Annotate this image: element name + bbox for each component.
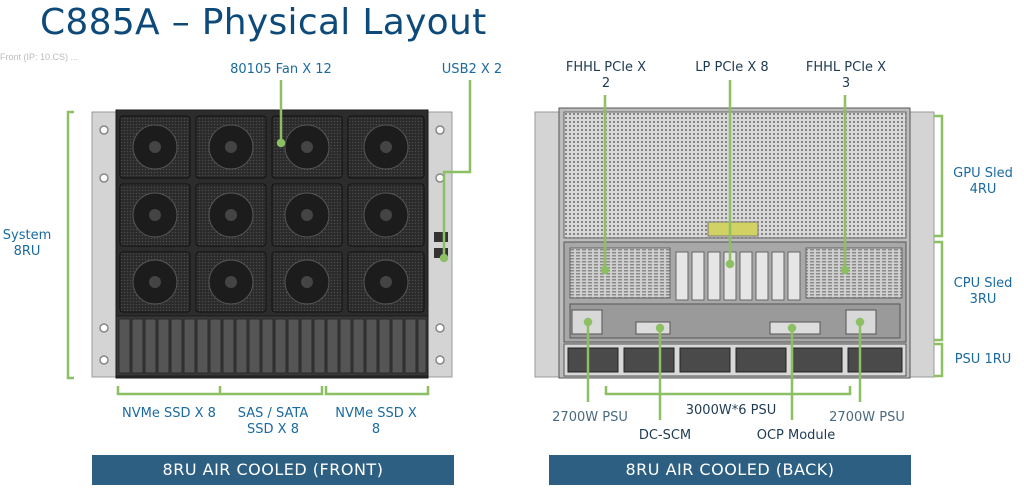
- system-label-line1: System: [2, 228, 52, 243]
- fan-icon: [195, 251, 267, 313]
- faded-subtitle: Front (IP: 10.CS) ...: [0, 52, 79, 62]
- front-fan-array: [119, 115, 425, 313]
- sas-sata-line1: SAS / SATA: [237, 406, 309, 421]
- usb-port: [434, 248, 448, 258]
- front-right-rack-ear: [427, 111, 453, 378]
- cpu-sled-line1: CPU Sled: [953, 276, 1013, 291]
- cpu-sled-line2: 3RU: [969, 292, 997, 307]
- sas-sata-label: SAS / SATA SSD X 8: [228, 406, 318, 438]
- gpu-sled-line1: GPU Sled: [953, 166, 1013, 181]
- system-label: System 8RU: [2, 228, 52, 260]
- system-label-line2: 8RU: [13, 244, 41, 259]
- nvme-right-line1: NVMe SSD X: [335, 406, 417, 421]
- fhhl-left-line1: FHHL PCIe X: [565, 60, 647, 75]
- back-right-rack-ear: [909, 111, 935, 378]
- sas-sata-line2: SSD X 8: [247, 422, 299, 437]
- psu-2700-right-label: 2700W PSU: [829, 410, 905, 425]
- dc-scm-label: DC-SCM: [638, 428, 692, 443]
- nvme-left-label: NVMe SSD X 8: [122, 406, 216, 421]
- lp-pcie-slots: [675, 251, 801, 301]
- fan-icon: [195, 115, 267, 179]
- usb-port: [434, 232, 448, 242]
- dc-scm-module: [635, 321, 671, 335]
- psu-2700-left-label: 2700W PSU: [552, 410, 628, 425]
- fhhl-slot-right: [805, 247, 903, 299]
- back-chassis: [534, 107, 935, 379]
- fan-icon: [271, 115, 343, 179]
- front-banner: 8RU AIR COOLED (FRONT): [92, 455, 454, 485]
- fan-icon: [119, 251, 191, 313]
- gpu-sled: [563, 111, 907, 239]
- fhhl-right-label: FHHL PCIe X 3: [796, 60, 896, 92]
- fhhl-right-line1: FHHL PCIe X: [805, 60, 887, 75]
- gpu-sled-latch: [707, 221, 759, 237]
- ssd-drive-slots: [118, 318, 427, 374]
- page-title: C885A – Physical Layout: [40, 2, 487, 43]
- ocp-module-label: OCP Module: [756, 428, 836, 443]
- nvme-right-line2: 8: [371, 422, 381, 437]
- fhhl-right-line2: 3: [841, 76, 851, 91]
- fhhl-slot-left: [569, 247, 671, 299]
- fan-icon: [119, 115, 191, 179]
- fan-icon: [271, 183, 343, 247]
- usb-label: USB2 X 2: [441, 62, 503, 77]
- fan-label: 80105 Fan X 12: [230, 62, 332, 77]
- fhhl-left-line2: 2: [601, 76, 611, 91]
- fan-icon: [271, 251, 343, 313]
- fan-icon: [347, 183, 425, 247]
- fhhl-left-label: FHHL PCIe X 2: [556, 60, 656, 92]
- fan-icon: [347, 115, 425, 179]
- cpu-sled-label: CPU Sled 3RU: [948, 276, 1018, 308]
- psu-3000w-units: [567, 347, 903, 373]
- gpu-sled-label: GPU Sled 4RU: [948, 166, 1018, 198]
- nvme-right-label: NVMe SSD X 8: [326, 406, 426, 438]
- front-left-rack-ear: [91, 111, 117, 378]
- gpu-sled-line2: 4RU: [969, 182, 997, 197]
- cpu-sled-rear-panel: [569, 303, 901, 339]
- front-chassis: [91, 109, 453, 379]
- back-callouts: [583, 80, 944, 420]
- front-callouts: [66, 80, 472, 396]
- back-left-rack-ear: [534, 111, 560, 378]
- back-banner: 8RU AIR COOLED (BACK): [549, 455, 911, 485]
- fan-icon: [195, 183, 267, 247]
- psu-1ru-label: PSU 1RU: [954, 352, 1012, 367]
- fan-icon: [347, 251, 425, 313]
- lp-pcie-label: LP PCIe X 8: [695, 60, 769, 75]
- psu-3000w-label: 3000W*6 PSU: [685, 403, 777, 418]
- fan-icon: [119, 183, 191, 247]
